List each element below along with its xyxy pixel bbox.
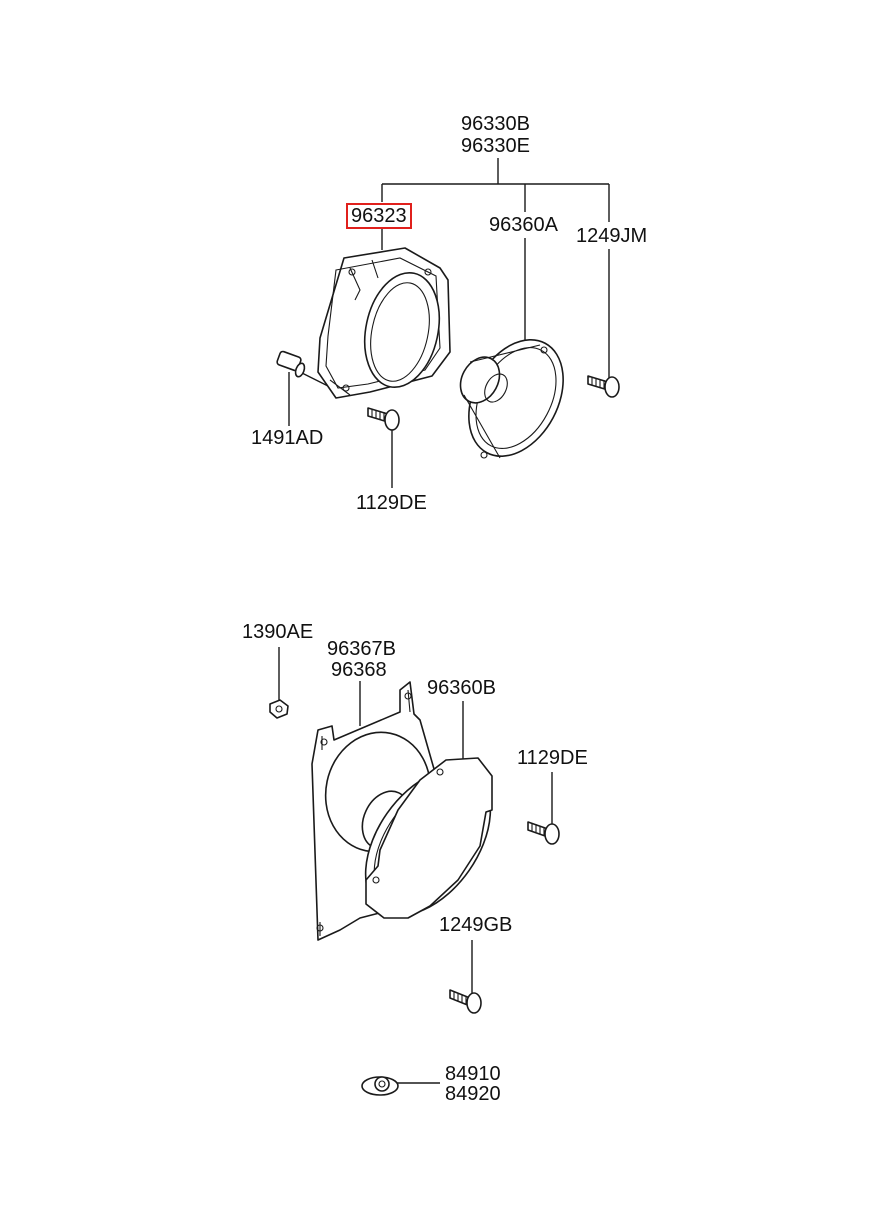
part-label: 96360A — [489, 214, 558, 236]
part-label: 1249JM — [576, 225, 648, 247]
part-label: 84910 — [445, 1063, 501, 1085]
screw-1249jm — [587, 375, 620, 398]
speaker-96360b — [361, 757, 493, 919]
part-label: 96330E — [461, 135, 530, 157]
screw-1129de-top — [367, 407, 400, 431]
part-label: 96367B — [327, 638, 396, 660]
part-label: 96360B — [427, 677, 496, 699]
part-label: 1491AD — [251, 427, 324, 449]
part-label: 1390AE — [242, 621, 314, 643]
part-label: 1249GB — [439, 914, 513, 936]
nut-1390ae — [269, 699, 289, 719]
part-label-highlighted[interactable]: 96323 — [346, 203, 412, 229]
speaker-adapter-housing — [317, 247, 451, 399]
bottom-leader-lines — [278, 647, 553, 1084]
clip-84910 — [361, 1076, 399, 1096]
part-label: 96330B — [461, 113, 530, 135]
part-label: 84920 — [445, 1083, 501, 1105]
part-label: 96368 — [331, 659, 387, 681]
top-leader-lines — [288, 158, 610, 488]
speaker-96360a — [459, 339, 564, 459]
screw-1129de-bottom — [527, 821, 560, 845]
screw-1249gb — [449, 989, 482, 1014]
part-label: 1129DE — [517, 747, 588, 769]
pin-1491ad — [276, 350, 306, 378]
part-label: 1129DE — [356, 492, 427, 514]
